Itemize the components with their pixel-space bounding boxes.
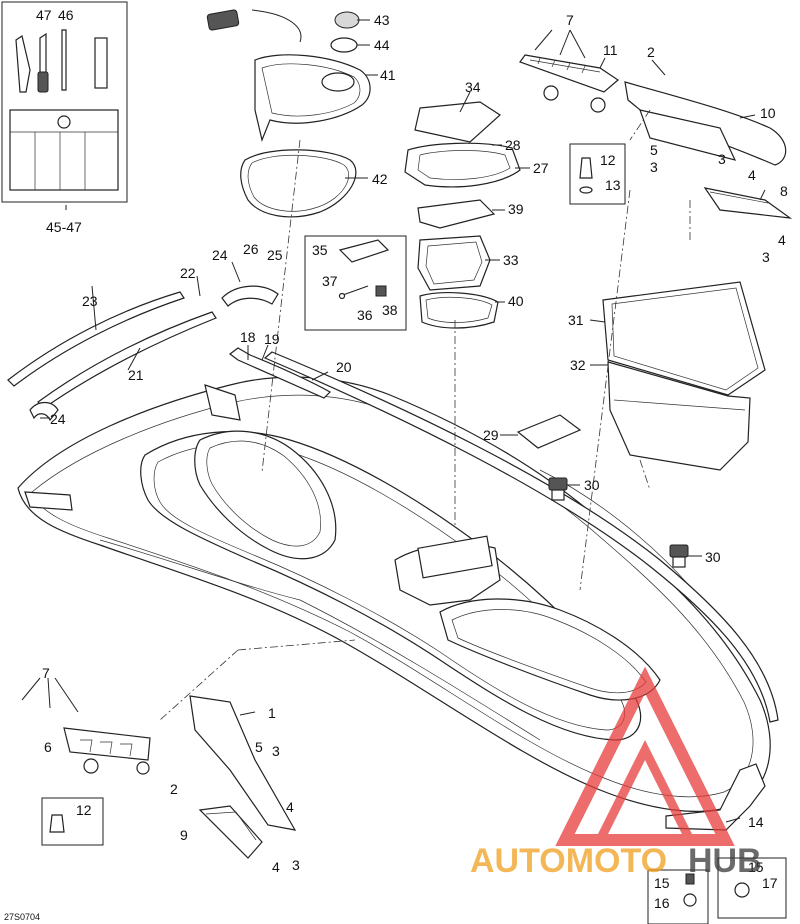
leader-lines	[21, 9, 766, 823]
bumper-part-24-top	[221, 285, 279, 307]
tool-kit-box	[1, 1, 128, 203]
label-29: 29	[483, 427, 499, 443]
watermark-logo: AUTOMOTO HUB	[470, 666, 762, 880]
label-43: 43	[374, 12, 390, 28]
rub-rail-part-20	[263, 351, 779, 723]
left-lower-parts	[41, 695, 297, 859]
latch-detail-box	[304, 235, 407, 331]
label-4-bottom-b: 4	[272, 859, 280, 875]
watermark-brand-b: HUB	[688, 842, 762, 880]
side-rail-part-23	[7, 291, 185, 387]
label-34: 34	[465, 79, 481, 95]
side-rail-part-21	[37, 311, 217, 409]
watermark-triangle-icon	[555, 666, 735, 846]
glove-box-assembly	[206, 9, 371, 218]
label-42: 42	[372, 171, 388, 187]
drain-plug-30a	[548, 477, 568, 501]
label-35: 35	[312, 242, 328, 258]
label-19: 19	[264, 331, 280, 347]
label-17: 17	[762, 875, 778, 891]
storage-bin	[602, 281, 766, 471]
label-23: 23	[82, 293, 98, 309]
label-3-bottom-a: 3	[272, 743, 280, 759]
label-4-top-a: 4	[748, 167, 756, 183]
label-33: 33	[503, 252, 519, 268]
part-labels: 47 46 45-47 43 44 41 42 34 28 27 39 33 4…	[4, 7, 788, 922]
label-22: 22	[180, 265, 196, 281]
drain-plug-30b	[669, 544, 689, 568]
label-32: 32	[570, 357, 586, 373]
label-3-top-a: 3	[650, 159, 658, 175]
label-46: 46	[58, 7, 74, 23]
label-15-a: 15	[654, 875, 670, 891]
label-21: 21	[128, 367, 144, 383]
label-27: 27	[533, 160, 549, 176]
detail-box-15-17	[717, 857, 787, 919]
label-2-bottom: 2	[170, 781, 178, 797]
label-44: 44	[374, 37, 390, 53]
label-40: 40	[508, 293, 524, 309]
label-30-a: 30	[584, 477, 600, 493]
watermark-brand-a: AUTOMOTO	[470, 842, 667, 880]
label-5-bottom: 5	[255, 739, 263, 755]
label-20: 20	[336, 359, 352, 375]
label-15-b: 15	[748, 859, 764, 875]
rub-rail-part-18	[229, 347, 331, 399]
label-3-bottom-b: 3	[292, 857, 300, 873]
plate-part-29	[516, 414, 582, 449]
bumper-part-24-left	[29, 401, 59, 422]
detail-box-15-16	[647, 869, 709, 924]
label-7-bottom: 7	[42, 665, 50, 681]
label-24-top: 24	[212, 247, 228, 263]
label-25: 25	[267, 247, 283, 263]
label-31: 31	[568, 312, 584, 328]
label-2-top: 2	[647, 44, 655, 60]
label-9: 9	[180, 827, 188, 843]
label-14: 14	[748, 814, 764, 830]
label-1: 1	[268, 705, 276, 721]
label-13: 13	[605, 177, 621, 193]
label-24-left: 24	[50, 411, 66, 427]
label-26: 26	[243, 241, 259, 257]
label-30-b: 30	[705, 549, 721, 565]
label-41: 41	[380, 67, 396, 83]
label-12-top: 12	[600, 152, 616, 168]
label-36: 36	[357, 307, 373, 323]
label-6: 6	[44, 739, 52, 755]
center-storage-assembly	[404, 101, 521, 329]
label-37: 37	[322, 273, 338, 289]
diagram-code: 27S0704	[4, 912, 40, 922]
label-4-bottom-a: 4	[286, 799, 294, 815]
label-11: 11	[603, 42, 618, 58]
label-4-top-b: 4	[778, 232, 786, 248]
label-47: 47	[36, 7, 52, 23]
cap-17-icon	[734, 882, 750, 898]
label-7-top: 7	[566, 12, 574, 28]
right-side-parts	[519, 54, 793, 219]
label-12-bottom: 12	[76, 802, 92, 818]
hull-body	[17, 376, 771, 812]
label-8: 8	[780, 183, 788, 199]
label-39: 39	[508, 201, 524, 217]
screw-15-icon	[685, 873, 695, 885]
washer-16-icon	[683, 893, 697, 907]
label-16: 16	[654, 895, 670, 911]
label-28: 28	[505, 137, 521, 153]
label-18: 18	[240, 329, 256, 345]
label-3-top-b: 3	[718, 151, 726, 167]
label-5-top: 5	[650, 142, 658, 158]
label-45-47: 45-47	[46, 219, 82, 235]
label-3-top-c: 3	[762, 249, 770, 265]
label-38: 38	[382, 302, 398, 318]
label-10: 10	[760, 105, 776, 121]
